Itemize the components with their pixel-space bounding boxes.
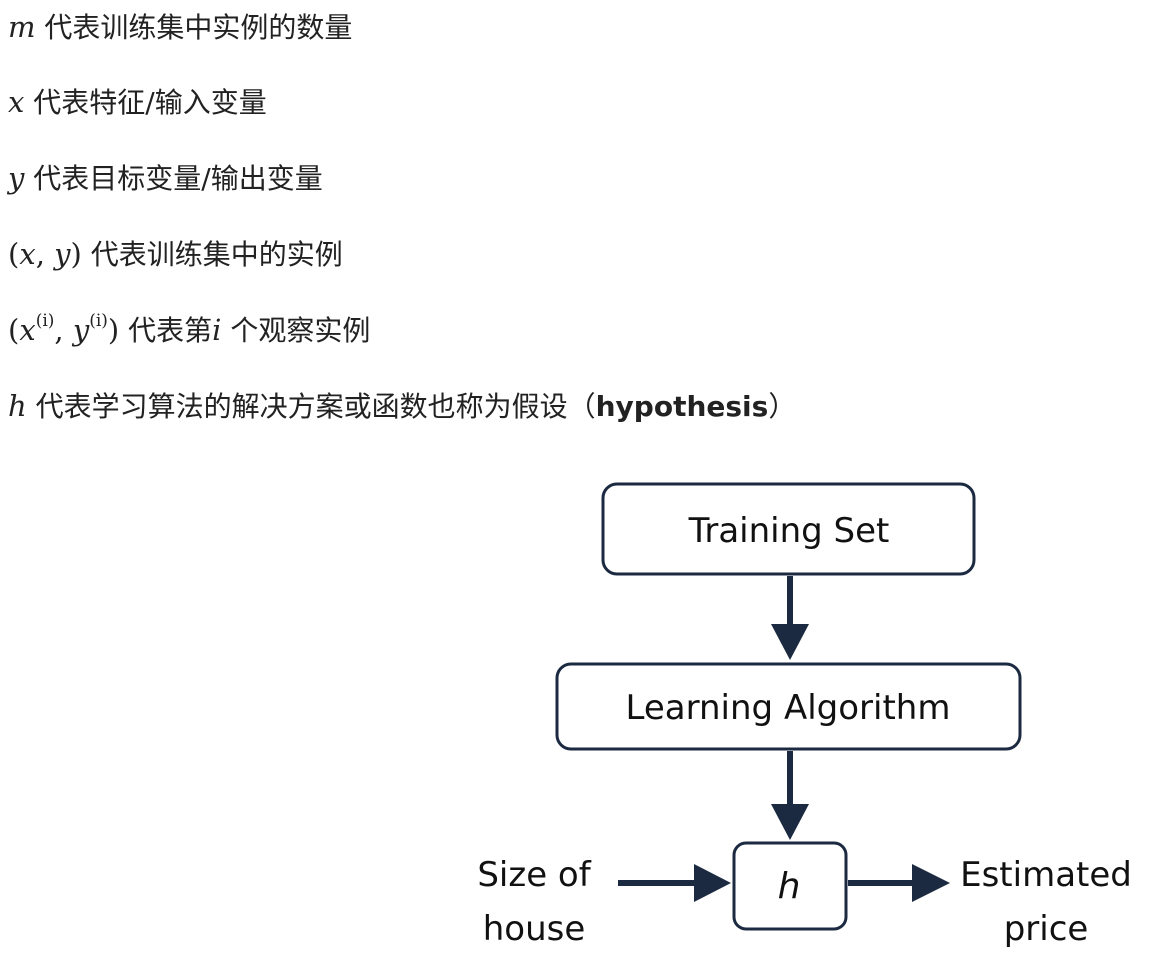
open-paren: ( [8,237,20,271]
definition-xi-text-post: 个观察实例 [221,314,371,347]
arrowhead-down-2 [771,804,809,840]
separator: , [54,313,73,347]
definition-xy: (x, y) 代表训练集中的实例 [8,234,343,274]
definition-m-text: 代表训练集中实例的数量 [44,11,353,44]
symbol-i: i [212,313,222,347]
definition-y: y 代表目标变量/输出变量 [8,158,323,198]
definition-h-text-end: ） [768,390,797,423]
hypothesis-label: h [778,866,801,907]
learning-algorithm-label: Learning Algorithm [626,688,951,728]
symbol-y: y [8,161,25,195]
output-label-line2: price [1004,909,1089,949]
superscript-i: (i) [35,311,55,331]
separator: , [35,237,55,271]
symbol-x: x [19,313,36,347]
definition-xy-text: 代表训练集中的实例 [90,238,343,271]
definition-x: x 代表特征/输入变量 [8,82,267,122]
superscript-i: (i) [89,311,108,331]
arrowhead-down-1 [771,624,809,660]
training-set-box [601,482,976,576]
definition-m: m 代表训练集中实例的数量 [8,7,352,47]
output-label-line1: Estimated [960,855,1132,895]
arrowhead-right-1 [694,864,731,902]
learning-algorithm-box [555,662,1022,751]
definition-xi-text-pre: 代表第 [128,314,213,347]
symbol-x: x [19,237,36,271]
hypothesis-term: hypothesis [595,390,769,423]
input-label-line1: Size of [477,855,591,895]
training-set-label: Training Set [688,511,890,551]
symbol-y: y [54,237,71,271]
close-paren: ) [70,237,82,271]
symbol-m: m [8,10,36,44]
symbol-h: h [8,389,27,423]
input-label-line2: house [483,909,586,949]
definition-x-text: 代表特征/输入变量 [33,86,267,119]
arrowhead-right-2 [912,864,950,902]
symbol-y: y [72,313,90,347]
definition-h: h 代表学习算法的解决方案或函数也称为假设（hypothesis） [8,386,796,426]
open-paren: ( [8,313,20,347]
definition-y-text: 代表目标变量/输出变量 [33,162,323,195]
symbol-x: x [8,85,25,119]
definition-xi-yi: (x(i), y(i)) 代表第i 个观察实例 [8,310,370,350]
definition-h-text: 代表学习算法的解决方案或函数也称为假设（ [35,390,596,423]
close-paren: ) [107,313,120,347]
hypothesis-box [732,841,848,931]
